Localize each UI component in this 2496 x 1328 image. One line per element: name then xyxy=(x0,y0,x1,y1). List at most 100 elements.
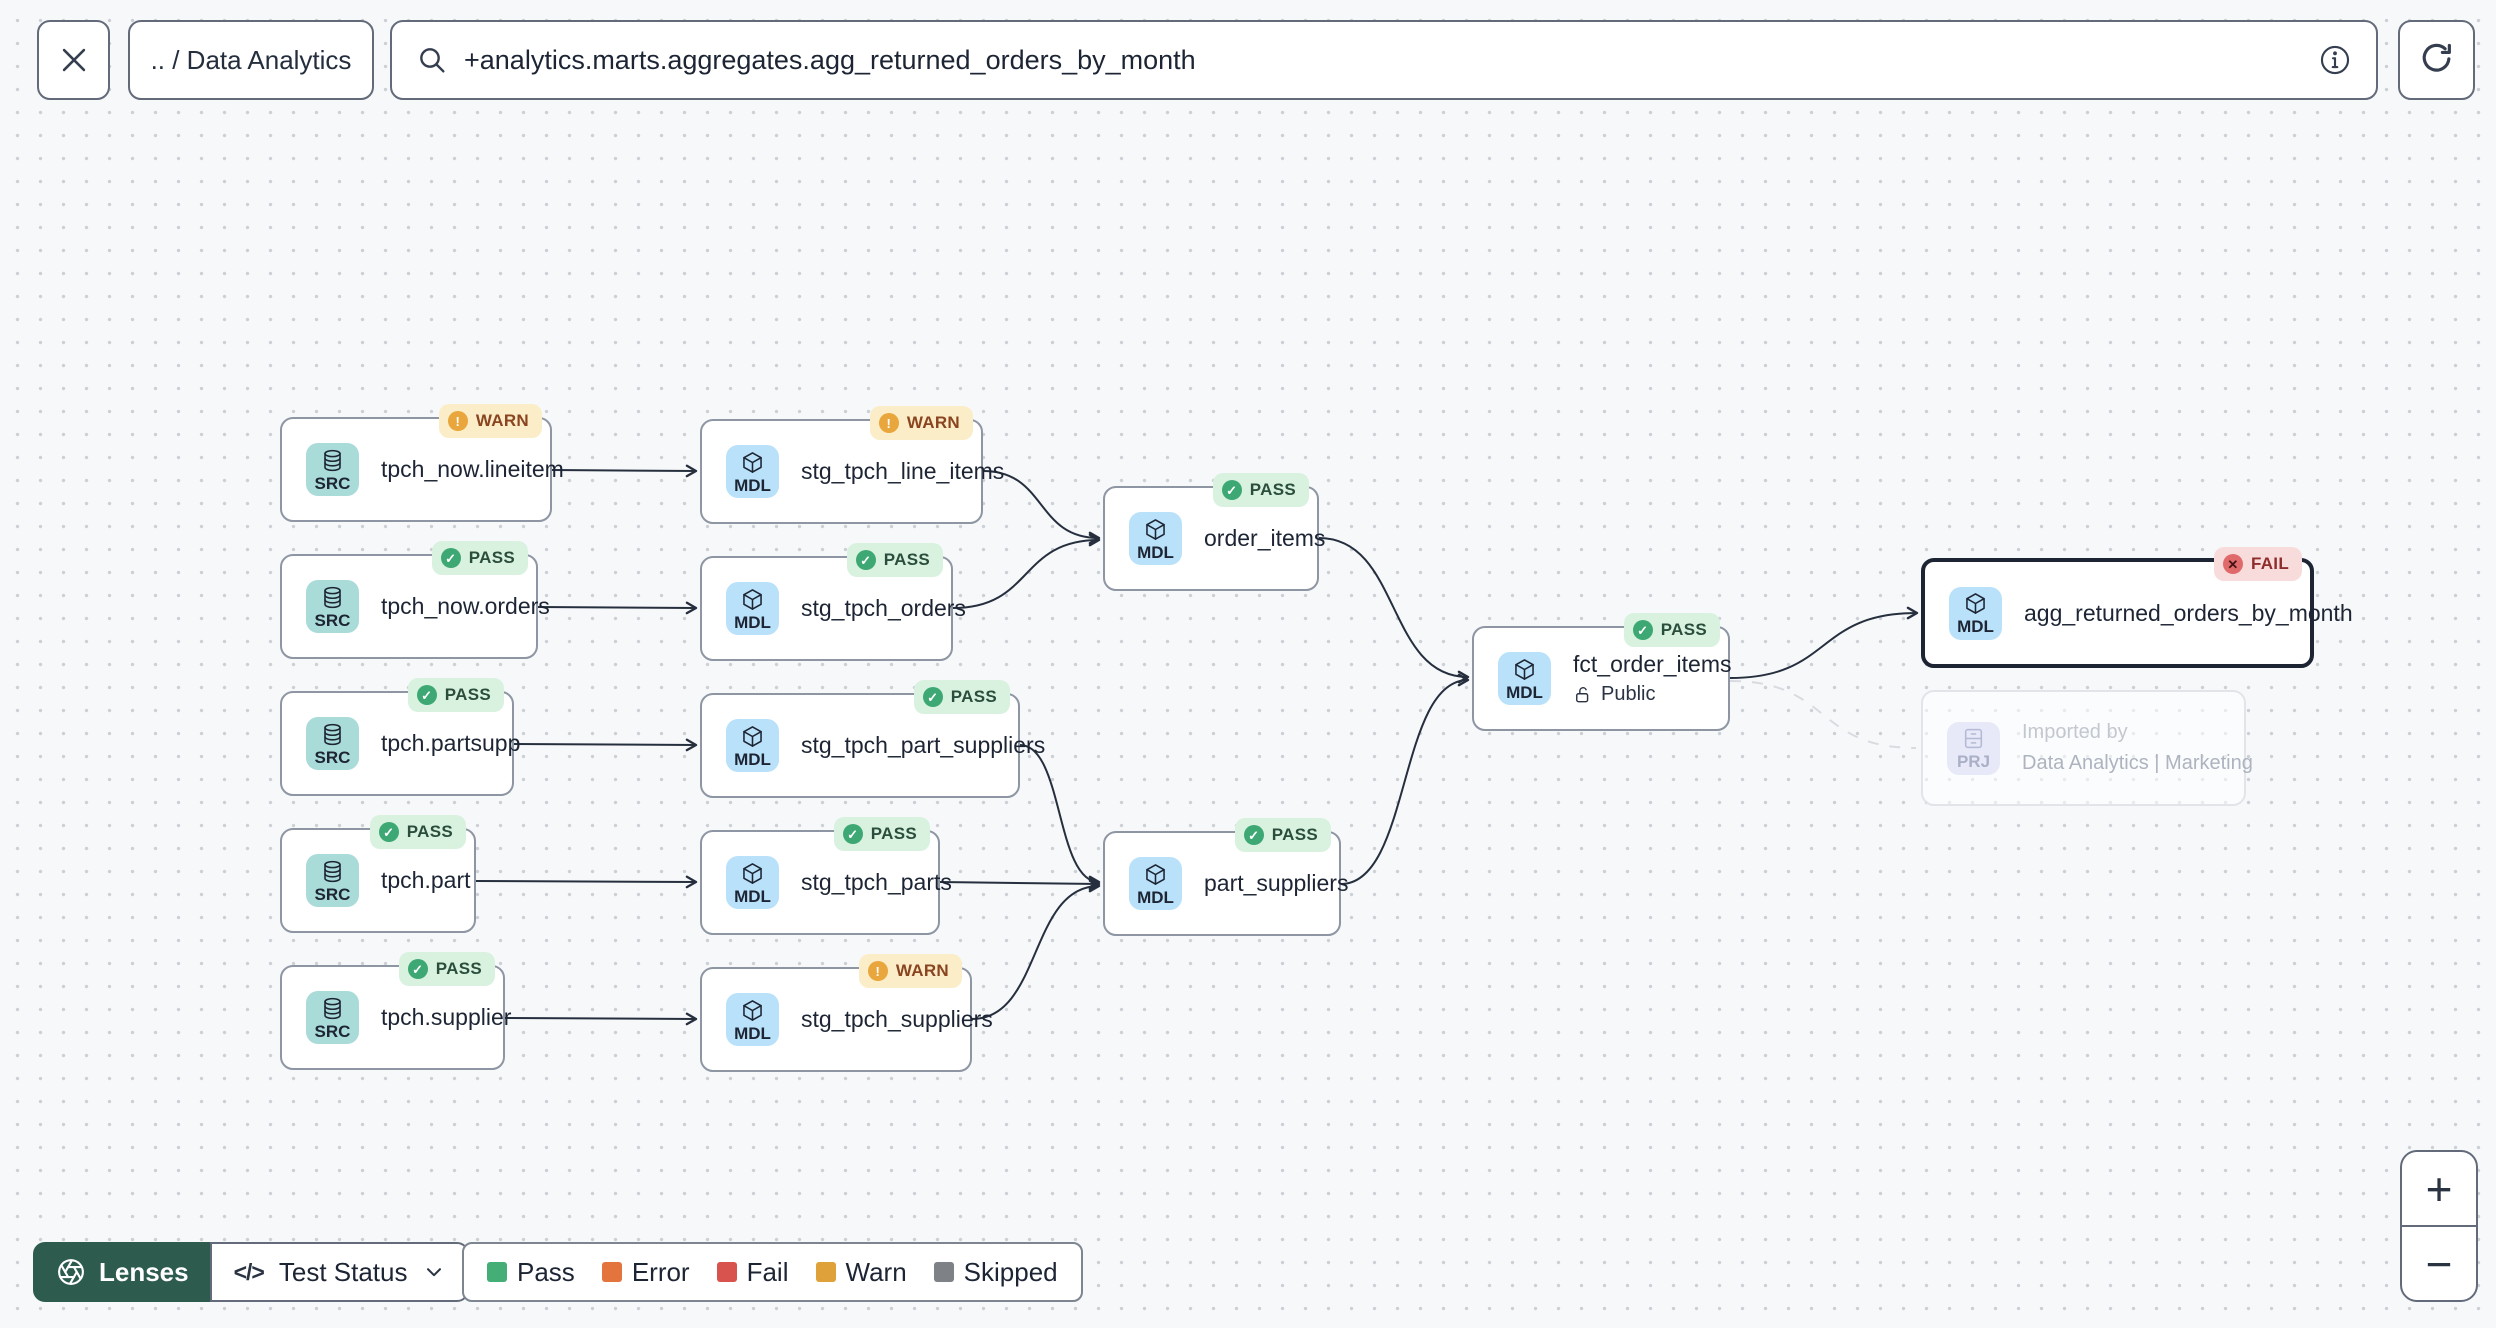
lenses-label: Lenses xyxy=(99,1256,189,1287)
cube-icon: MDL xyxy=(726,856,779,909)
status-dot-icon: ✓ xyxy=(922,687,943,707)
node-kind-label: SRC xyxy=(314,473,351,493)
node-title: stg_tpch_part_suppliers xyxy=(801,732,1046,758)
status-dot-icon: ! xyxy=(867,961,888,981)
legend-swatch xyxy=(487,1262,507,1282)
node-title: Data Analytics | Marketing xyxy=(2022,752,2253,774)
status-dot-icon: ! xyxy=(447,411,468,431)
node-kind-label: MDL xyxy=(1957,617,1994,636)
node-title: part_suppliers xyxy=(1204,870,1349,896)
status-badge-label: PASS xyxy=(1271,825,1318,844)
status-badge-label: PASS xyxy=(950,687,997,706)
node-kind-label: SRC xyxy=(314,610,351,630)
status-badge-pass: ✓PASS xyxy=(846,543,943,577)
status-dot-icon: ✓ xyxy=(1221,480,1242,500)
node-kind-label: MDL xyxy=(734,1023,771,1043)
database-icon: SRC xyxy=(306,443,359,496)
chevron-down-icon xyxy=(423,1261,445,1283)
node-text: part_suppliers xyxy=(1204,870,1348,897)
info-icon[interactable] xyxy=(2318,43,2352,77)
legend-swatch xyxy=(815,1262,836,1282)
cube-icon: MDL xyxy=(1949,586,2002,640)
status-badge-warn: !WARN xyxy=(869,406,973,440)
database-icon: SRC xyxy=(306,580,359,633)
close-button[interactable] xyxy=(37,20,110,100)
node-title: stg_tpch_line_items xyxy=(801,458,1005,484)
node-imported_by_project[interactable]: PRJ Imported by Data Analytics | Marketing xyxy=(1921,690,2253,806)
status-badge-pass: ✓PASS xyxy=(1234,818,1331,852)
search-bar[interactable] xyxy=(390,20,2378,100)
status-badge-pass: ✓ PASS xyxy=(913,680,1010,714)
node-text: agg_returned_orders_by_month xyxy=(2024,600,2353,627)
status-dot-icon: ✓ xyxy=(1632,620,1653,640)
plus-icon: + xyxy=(2425,1162,2453,1215)
database-icon: SRC xyxy=(306,854,359,907)
status-badge-label: FAIL xyxy=(2250,554,2289,573)
node-title: order_items xyxy=(1204,525,1326,551)
lens-selector-dropdown[interactable]: </> Test Status xyxy=(209,1242,469,1302)
code-icon: </> xyxy=(233,1258,265,1285)
node-text: order_items xyxy=(1204,525,1325,552)
cube-icon: MDL xyxy=(1498,652,1551,705)
refresh-button[interactable] xyxy=(2398,20,2475,100)
node-title: tpch.partsupp xyxy=(381,730,521,756)
legend-item-pass: Pass xyxy=(487,1257,575,1288)
legend-item-skipped: Skipped xyxy=(933,1257,1058,1288)
node-tpch_now_lineitem[interactable]: SRC tpch_now.lineitem !WARN xyxy=(280,404,564,522)
search-input[interactable] xyxy=(464,44,2302,76)
node-title: tpch.supplier xyxy=(381,1004,512,1030)
status-dot-icon: ✓ xyxy=(842,824,863,844)
node-title: tpch_now.lineitem xyxy=(381,456,564,482)
node-stg_tpch_part_suppliers[interactable]: MDL stg_tpch_part_suppliers ✓ PASS xyxy=(700,680,1045,798)
status-dot-icon: ✓ xyxy=(407,959,428,979)
node-access: Public xyxy=(1573,683,1732,706)
legend-label: Warn xyxy=(845,1256,907,1287)
zoom-in-button[interactable]: + xyxy=(2402,1152,2476,1225)
node-stg_tpch_line_items[interactable]: MDL stg_tpch_line_items !WARN xyxy=(700,406,1004,524)
node-kind-label: MDL xyxy=(734,749,771,769)
node-stg_tpch_suppliers[interactable]: MDL stg_tpch_suppliers !WARN xyxy=(700,954,993,1072)
zoom-out-button[interactable]: − xyxy=(2402,1225,2476,1300)
node-text: Imported by Data Analytics | Marketing xyxy=(2022,721,2253,775)
node-stg_tpch_parts[interactable]: MDL stg_tpch_parts ✓PASS xyxy=(700,817,952,935)
status-dot-icon: ✓ xyxy=(440,548,461,568)
breadcrumb[interactable]: .. / Data Analytics xyxy=(128,20,374,100)
node-kind-label: MDL xyxy=(1137,542,1174,562)
node-text: stg_tpch_parts xyxy=(801,869,952,896)
legend-item-warn: Warn xyxy=(815,1256,907,1288)
status-badge-pass: ✓PASS xyxy=(369,815,466,849)
cube-icon: MDL xyxy=(726,582,779,635)
node-text: tpch.part xyxy=(381,867,471,894)
cube-icon: MDL xyxy=(726,445,779,498)
node-subtitle: Imported by xyxy=(2022,721,2128,743)
node-title: stg_tpch_suppliers xyxy=(801,1006,993,1032)
access-label: Public xyxy=(1601,683,1656,705)
legend-label: Fail xyxy=(746,1256,789,1287)
node-kind-label: SRC xyxy=(314,1021,351,1041)
close-icon xyxy=(57,43,91,77)
node-tpch_part[interactable]: SRC tpch.part ✓PASS xyxy=(280,815,476,933)
database-icon: SRC xyxy=(306,991,359,1044)
project-icon: PRJ xyxy=(1947,721,2000,775)
status-badge-pass: ✓PASS xyxy=(431,541,528,575)
node-text: stg_tpch_part_suppliers xyxy=(801,732,1045,759)
status-dot-icon: ✓ xyxy=(855,550,876,570)
status-badge-warn: !WARN xyxy=(858,954,962,988)
cube-icon: MDL xyxy=(1129,512,1182,565)
status-badge-pass: ✓PASS xyxy=(833,817,930,851)
node-kind-label: MDL xyxy=(734,886,771,906)
status-badge-warn: !WARN xyxy=(438,404,542,438)
node-kind-label: MDL xyxy=(734,475,771,495)
legend-label: Error xyxy=(631,1256,690,1287)
status-dot-icon: ✓ xyxy=(378,822,399,842)
lenses-button[interactable]: Lenses xyxy=(33,1242,212,1302)
